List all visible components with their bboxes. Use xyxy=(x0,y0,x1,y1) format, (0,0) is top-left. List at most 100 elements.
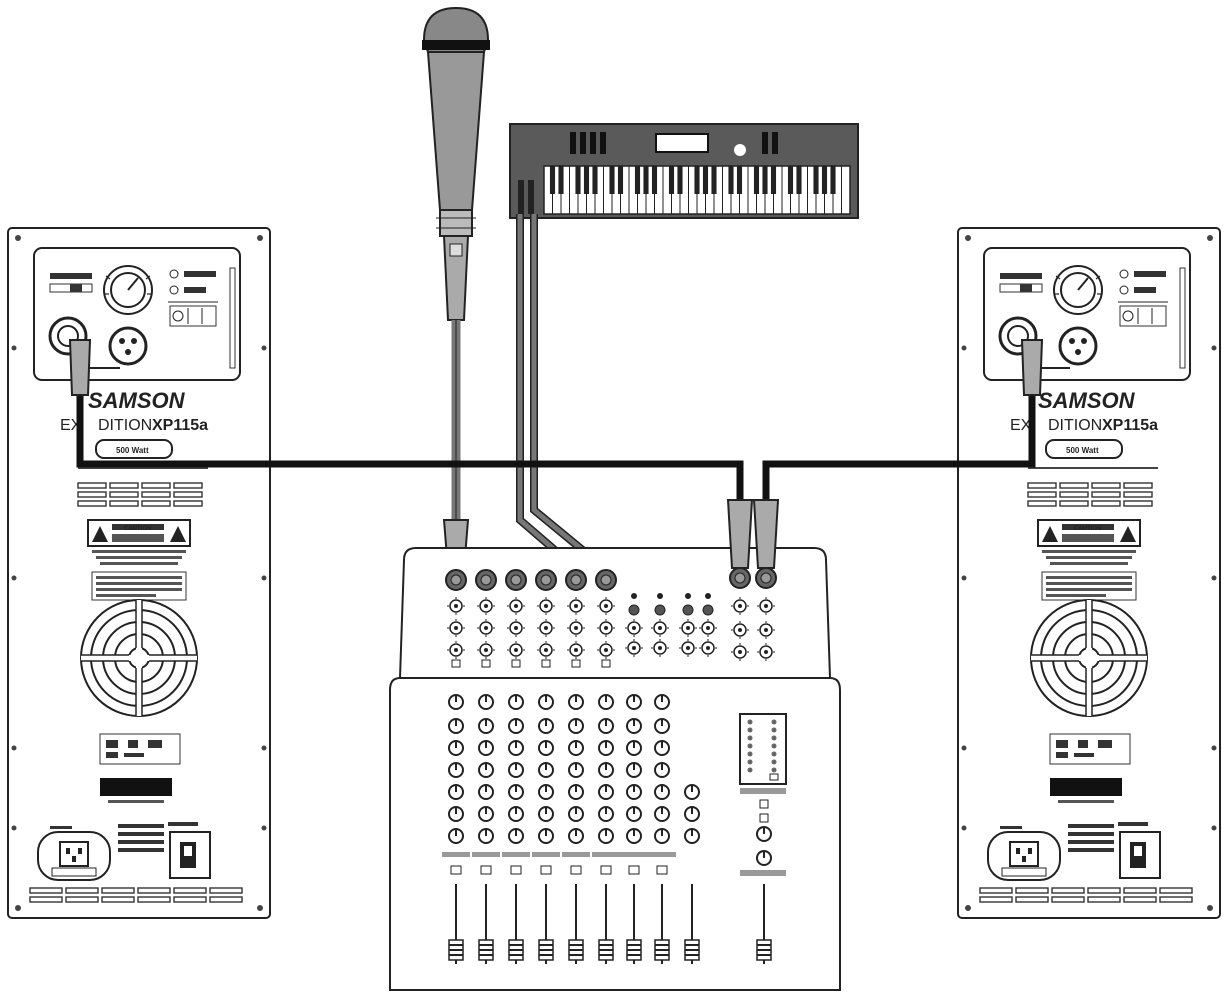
jack xyxy=(654,604,666,616)
black-key xyxy=(583,166,590,194)
channel-strip-divider xyxy=(532,852,560,857)
led xyxy=(685,593,691,599)
meter-led xyxy=(747,759,753,765)
channel-knob xyxy=(478,740,494,756)
black-key xyxy=(617,166,624,194)
keyboard xyxy=(509,123,859,219)
meter-led xyxy=(771,719,777,725)
channel-input-jack xyxy=(445,569,467,591)
channel-knob xyxy=(684,806,700,822)
channel-knob xyxy=(538,718,554,734)
led xyxy=(705,593,711,599)
channel-knob xyxy=(654,694,670,710)
channel-knob xyxy=(598,694,614,710)
meter-indicator xyxy=(769,773,779,781)
meter-led xyxy=(747,743,753,749)
channel-knob xyxy=(538,740,554,756)
channel-knob xyxy=(508,740,524,756)
channel-knob xyxy=(508,762,524,778)
channel-knob xyxy=(598,784,614,800)
channel-knob xyxy=(448,694,464,710)
channel-knob xyxy=(508,828,524,844)
black-key xyxy=(549,166,556,194)
black-key xyxy=(753,166,760,194)
channel-switch xyxy=(481,659,491,668)
mute-button xyxy=(480,865,492,875)
channel-knob xyxy=(684,828,700,844)
left-speaker-model: XP115a xyxy=(152,417,208,434)
channel-knob xyxy=(626,718,642,734)
channel-knob xyxy=(626,784,642,800)
channel-knob xyxy=(478,762,494,778)
channel-strip-divider xyxy=(472,852,500,857)
jack xyxy=(702,604,714,616)
black-key xyxy=(643,166,649,194)
black-key xyxy=(821,166,828,194)
channel-knob xyxy=(568,694,584,710)
black-key xyxy=(634,166,641,194)
meter-led xyxy=(747,719,753,725)
left-speaker-brand: SAMSON xyxy=(88,388,186,413)
channel-switch xyxy=(541,659,551,668)
channel-strip-divider xyxy=(648,852,676,857)
channel-switch xyxy=(451,659,461,668)
meter-led xyxy=(747,751,753,757)
channel-knob xyxy=(478,806,494,822)
channel-knob xyxy=(478,828,494,844)
channel-knob xyxy=(626,806,642,822)
mute-button xyxy=(510,865,522,875)
channel-switch xyxy=(511,659,521,668)
channel-knob xyxy=(654,718,670,734)
black-key xyxy=(651,166,658,194)
led xyxy=(657,593,663,599)
channel-knob xyxy=(568,784,584,800)
channel-knob xyxy=(508,694,524,710)
channel-knob xyxy=(626,828,642,844)
black-key xyxy=(762,166,768,194)
led xyxy=(631,593,637,599)
channel-knob xyxy=(598,718,614,734)
mute-button xyxy=(540,865,552,875)
channel-knob xyxy=(654,784,670,800)
channel-input-jack xyxy=(475,569,497,591)
right-speaker-model: XP115a xyxy=(1102,417,1158,434)
mute-button xyxy=(600,865,612,875)
channel-knob xyxy=(538,694,554,710)
channel-input-jack xyxy=(595,569,617,591)
black-key xyxy=(694,166,700,194)
speaker-icon xyxy=(8,228,270,918)
channel-knob xyxy=(654,828,670,844)
meter-led xyxy=(747,727,753,733)
mute-button xyxy=(450,865,462,875)
meter-led xyxy=(747,767,753,773)
left-speaker-series-tail: DITION xyxy=(98,417,152,434)
black-key xyxy=(668,166,675,194)
channel-knob xyxy=(626,694,642,710)
channel-input-jack xyxy=(505,569,527,591)
channel-strip-divider xyxy=(502,852,530,857)
channel-knob xyxy=(598,806,614,822)
channel-knob xyxy=(448,784,464,800)
channel-knob xyxy=(478,784,494,800)
meter-led xyxy=(747,735,753,741)
black-key xyxy=(813,166,819,194)
right-speaker-series-tail: DITION xyxy=(1048,417,1102,434)
channel-knob xyxy=(538,762,554,778)
meter-led xyxy=(771,735,777,741)
speaker-cables xyxy=(68,339,1044,589)
channel-knob xyxy=(478,718,494,734)
black-key xyxy=(736,166,743,194)
channel-strip-divider xyxy=(562,852,590,857)
channel-strip-divider xyxy=(592,852,620,857)
channel-knob xyxy=(448,806,464,822)
black-key xyxy=(796,166,802,194)
left-speaker: SAMSON EX DITION XP115a 500 Watt CAUTION xyxy=(8,228,270,918)
right-speaker-brand: SAMSON xyxy=(1038,388,1136,413)
left-speaker-caution: CAUTION xyxy=(124,526,151,532)
meter-led xyxy=(771,743,777,749)
black-key xyxy=(770,166,777,194)
jack xyxy=(628,604,640,616)
channel-knob xyxy=(568,828,584,844)
meter-led xyxy=(771,759,777,765)
